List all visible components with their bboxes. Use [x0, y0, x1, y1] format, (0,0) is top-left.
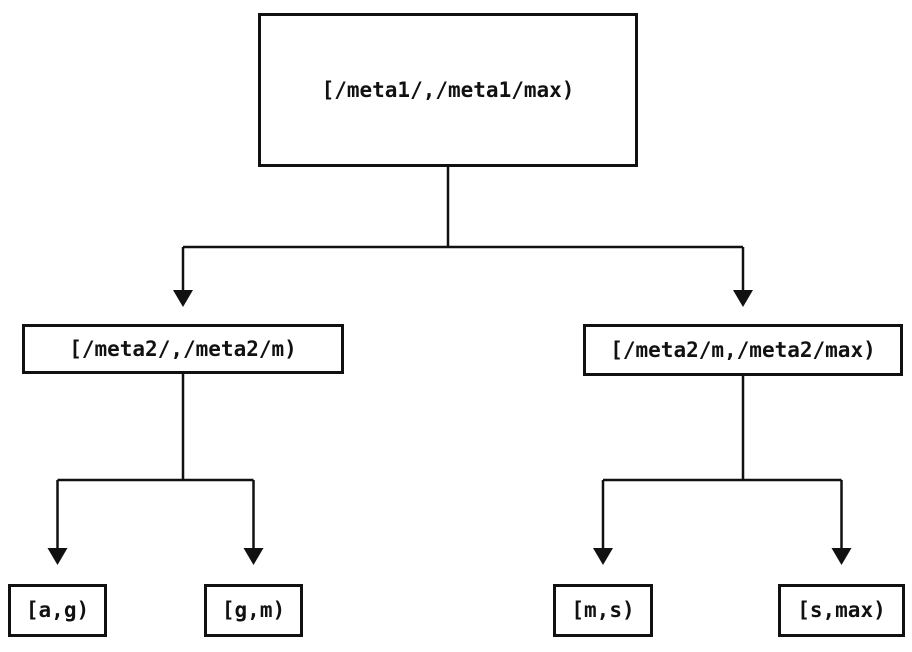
arrow-down-icon — [173, 290, 193, 307]
arrow-down-icon — [831, 548, 852, 565]
tree-node-right-child: [/meta2/m,/meta2/max) — [583, 324, 903, 376]
arrow-down-icon — [593, 548, 613, 565]
tree-node-left-child: [/meta2/,/meta2/m) — [22, 324, 344, 374]
arrow-down-icon — [733, 290, 753, 307]
tree-leaf-smax: [s,max) — [778, 584, 905, 637]
tree-leaf-ms: [m,s) — [553, 584, 653, 637]
edge-right-children — [601, 374, 843, 548]
arrow-down-icon — [243, 548, 264, 565]
tree-leaf-gm: [g,m) — [204, 584, 303, 637]
edge-left-children — [56, 372, 255, 548]
tree-node-root: [/meta1/,/meta1/max) — [258, 13, 638, 167]
tree-leaf-ag: [a,g) — [8, 584, 107, 637]
arrow-down-icon — [47, 548, 68, 565]
edge-root-children — [181, 167, 745, 290]
